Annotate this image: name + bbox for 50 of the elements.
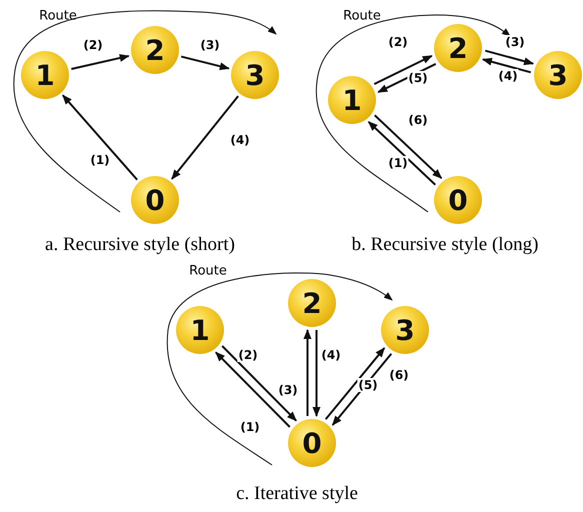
edge-label: (2) (387, 35, 409, 49)
arrow (374, 54, 433, 85)
numbered-circle: 2 (434, 24, 482, 72)
numbered-circle: 0 (434, 176, 482, 224)
caption: a. Recursive style (short) (45, 234, 235, 256)
edge-label: (3) (504, 35, 526, 49)
arrow (62, 94, 138, 180)
route-label: Route (343, 8, 381, 24)
numbered-circle: 0 (131, 176, 179, 224)
arrow (374, 114, 442, 179)
arrow (368, 121, 436, 186)
numbered-circle: 3 (381, 306, 429, 354)
arrow (482, 58, 532, 74)
numbered-circle: 2 (131, 26, 179, 74)
edge-label: (2) (237, 348, 259, 362)
caption: b. Recursive style (long) (352, 234, 538, 256)
edge-label: (6) (388, 368, 410, 382)
arrow (484, 50, 534, 66)
edge-label: (4) (320, 348, 342, 362)
numbered-circle: 1 (176, 306, 224, 354)
arrow (304, 329, 312, 416)
numbered-circle: 3 (231, 51, 279, 99)
arrow (324, 347, 386, 420)
edge-label: (4) (497, 69, 519, 83)
caption: c. Iterative style (236, 483, 358, 505)
arrow (71, 54, 130, 70)
edge-label: (2) (82, 38, 104, 52)
arrow (332, 353, 392, 426)
route-label: Route (189, 264, 227, 278)
edge-label: (6) (407, 113, 429, 127)
numbered-circle: 0 (288, 419, 336, 467)
edge-label: (1) (387, 156, 409, 170)
arrow (312, 330, 320, 417)
arrow (215, 352, 290, 428)
numbered-circle: 2 (288, 279, 336, 327)
numbered-circle: 3 (534, 51, 582, 99)
edge-label: (4) (229, 133, 251, 147)
numbered-circle: 1 (328, 76, 376, 124)
numbered-circle: 1 (21, 51, 69, 99)
edge-label: (1) (239, 420, 261, 434)
arrow (377, 63, 436, 94)
edge-label: (3) (199, 38, 221, 52)
route-label: Route (39, 8, 77, 24)
edge-label: (1) (89, 153, 111, 167)
edge-label: (3) (277, 383, 299, 397)
arrow (171, 95, 239, 180)
edge-label: (5) (357, 378, 379, 392)
edge-label: (5) (407, 71, 429, 85)
arrow (180, 56, 230, 70)
arrow (222, 345, 297, 422)
